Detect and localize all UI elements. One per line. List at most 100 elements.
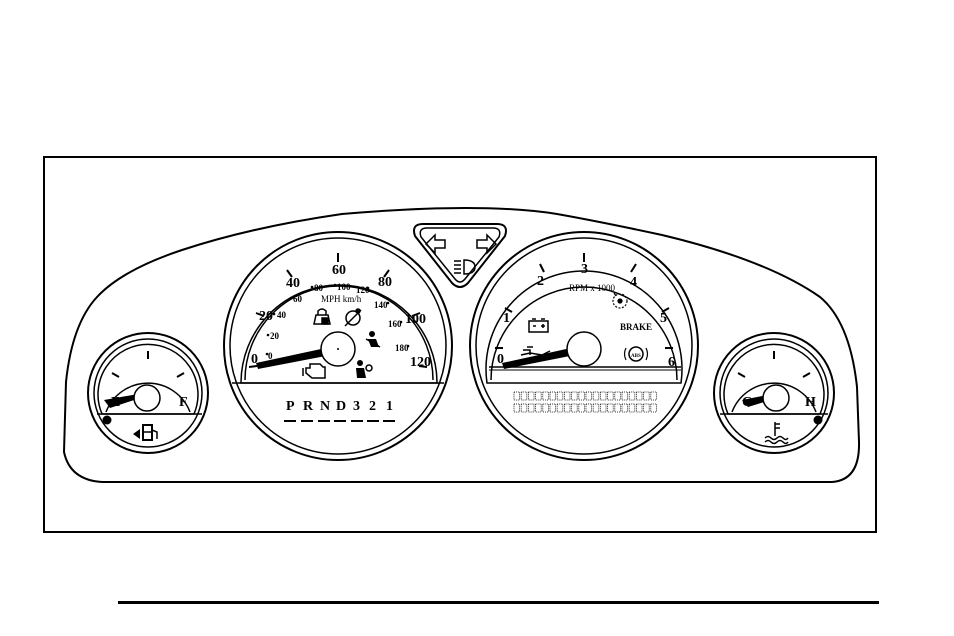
prndl-indicator: P R N D 3 2 1 [284, 399, 395, 422]
odometer-segment [513, 391, 520, 401]
prndl-d: D [336, 399, 346, 414]
odometer-segment [607, 403, 614, 413]
oil-pressure-icon [520, 346, 551, 356]
temp-hot-label: H [805, 395, 816, 410]
abs-icon: ABS [623, 346, 649, 362]
odometer-segment [571, 403, 578, 413]
kmh-tick-60: 60 [293, 294, 303, 304]
rpm-tick-2: 2 [537, 274, 544, 289]
left-turn-arrow-icon [424, 233, 446, 255]
right-turn-arrow-icon [476, 233, 498, 255]
prndl-2: 2 [369, 399, 376, 414]
battery-icon [528, 318, 549, 333]
temperature-gauge: C H [713, 332, 835, 454]
fuel-empty-label: E [111, 395, 120, 410]
odometer-segment [643, 391, 650, 401]
odometer-display [513, 391, 657, 413]
odometer-segment [585, 403, 592, 413]
odometer-segment [636, 403, 643, 413]
abs-label: ABS [631, 354, 641, 359]
kmh-tick-20: 20 [270, 331, 280, 341]
odometer-segment [600, 403, 607, 413]
odometer-segment [556, 403, 564, 413]
odometer-segment [628, 391, 636, 401]
temp-cold-label: C [742, 395, 752, 410]
prndl-p: P [286, 399, 295, 414]
turn-signal-pod [413, 223, 507, 288]
rpm-tick-4: 4 [630, 275, 637, 290]
mph-tick-20: 20 [259, 309, 273, 324]
rpm-tick-5: 5 [660, 311, 667, 326]
seatbelt-icon [365, 331, 381, 348]
kmh-tick-180: 180 [395, 343, 409, 353]
prndl-n: N [320, 399, 330, 414]
brake-warning-label: BRAKE [620, 322, 652, 332]
rpm-tick-3: 3 [581, 262, 588, 277]
fuel-gauge: E F [87, 332, 209, 454]
odometer-segment [578, 391, 585, 401]
kmh-tick-140: 140 [374, 300, 388, 310]
tachometer: 0 1 2 3 4 5 6 RPM x 1000 BRAKE [469, 231, 699, 461]
odometer-segment [578, 403, 585, 413]
kmh-tick-100: 100 [337, 282, 351, 292]
mph-tick-0: 0 [251, 352, 258, 367]
fuel-indicator-dot [102, 415, 112, 425]
airbag-icon [356, 360, 373, 378]
prndl-1: 1 [386, 399, 393, 414]
mph-tick-80: 80 [378, 275, 392, 290]
cluster-outline [62, 207, 861, 483]
odometer-segment [585, 391, 592, 401]
odometer-segment [556, 391, 564, 401]
odometer-segment [600, 391, 607, 401]
odometer-segment [520, 403, 528, 413]
mph-tick-100: 100 [405, 312, 426, 327]
headlight-icon [454, 259, 476, 275]
fuel-full-label: F [179, 395, 188, 410]
odometer-segment [528, 391, 535, 401]
speedometer: 0 20 40 60 80 100 120 0 20 40 60 80 100 … [223, 231, 453, 461]
check-engine-icon [302, 363, 326, 379]
fuel-pump-icon [133, 424, 158, 441]
traction-control-icon [612, 292, 628, 309]
odometer-segment [607, 391, 614, 401]
mph-tick-40: 40 [286, 276, 300, 291]
speed-unit-label: MPH km/h [321, 294, 362, 304]
kmh-tick-0: 0 [268, 351, 273, 361]
mph-tick-120: 120 [410, 355, 431, 370]
kmh-tick-120: 120 [356, 285, 370, 295]
odometer-segment [614, 391, 621, 401]
odometer-segment [592, 403, 600, 413]
odometer-segment [520, 391, 528, 401]
odometer-segment [564, 403, 571, 413]
odometer-segment [650, 403, 657, 413]
rpm-tick-0: 0 [497, 352, 504, 367]
footer-rule [118, 601, 879, 604]
odometer-segment [592, 391, 600, 401]
odometer-segment [650, 391, 657, 401]
odometer-segment [636, 391, 643, 401]
prndl-3: 3 [353, 399, 360, 414]
rpm-tick-6: 6 [668, 355, 675, 370]
kmh-tick-80: 80 [314, 283, 324, 293]
odometer-segment [513, 403, 520, 413]
kmh-tick-40: 40 [277, 310, 287, 320]
rpm-unit-label: RPM x 1000 [569, 283, 616, 293]
odometer-segment [535, 403, 542, 413]
mph-tick-60: 60 [332, 263, 346, 278]
temp-indicator-dot [813, 415, 823, 425]
odometer-segment [549, 403, 556, 413]
odometer-segment [528, 403, 535, 413]
security-lock-icon [313, 308, 331, 325]
coolant-temp-icon [764, 422, 789, 445]
odometer-segment [643, 403, 650, 413]
odometer-segment [614, 403, 621, 413]
prndl-r: R [303, 399, 314, 414]
odometer-segment [564, 391, 571, 401]
odometer-segment [621, 391, 628, 401]
kmh-tick-160: 160 [388, 319, 402, 329]
odometer-segment [571, 391, 578, 401]
odometer-segment [621, 403, 628, 413]
figure-frame: E F 0 20 40 6 [43, 156, 877, 533]
rpm-tick-1: 1 [503, 311, 510, 326]
odometer-segment [628, 403, 636, 413]
